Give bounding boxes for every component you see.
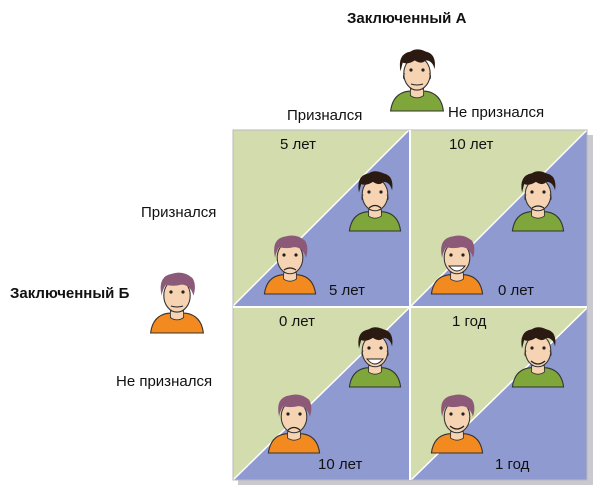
cell4-a-smile-face-icon <box>511 326 565 388</box>
cell1-a-sentence: 5 лет <box>280 136 316 153</box>
row-label-confessed: Признался <box>141 204 217 221</box>
cell3-b-sad-face-icon <box>267 393 321 454</box>
prisoner-a-neutral-face-icon <box>389 48 445 112</box>
cell2-b-happy-face-icon <box>430 234 484 295</box>
cell4-b-sentence: 1 год <box>495 456 530 473</box>
col-label-not-confessed: Не признался <box>448 104 545 121</box>
cell4-b-smile-face-icon <box>430 393 484 454</box>
prisoner-b-neutral-face-icon <box>149 271 205 334</box>
cell2-a-sentence: 10 лет <box>449 136 494 153</box>
cell3-a-happy-face-icon <box>348 326 402 388</box>
cell4-a-sentence: 1 год <box>452 313 487 330</box>
row-label-not-confessed: Не признался <box>116 373 213 390</box>
cell2-a-sad-face-icon <box>511 170 565 232</box>
cell1-b-worried-face-icon <box>263 234 317 295</box>
cell-a-silent-b-silent <box>410 307 588 481</box>
cell2-b-sentence: 0 лет <box>498 282 534 299</box>
cell1-a-sad-face-icon <box>348 170 402 232</box>
cell1-b-sentence: 5 лет <box>329 282 365 299</box>
cell3-a-sentence: 0 лет <box>279 313 315 330</box>
cell3-b-sentence: 10 лет <box>318 456 363 473</box>
col-label-confessed: Признался <box>287 107 363 124</box>
prisoner-b-title: Заключенный Б <box>10 285 130 302</box>
cell-a-confess-b-confess <box>232 129 410 307</box>
prisoner-a-title: Заключенный А <box>347 10 467 27</box>
